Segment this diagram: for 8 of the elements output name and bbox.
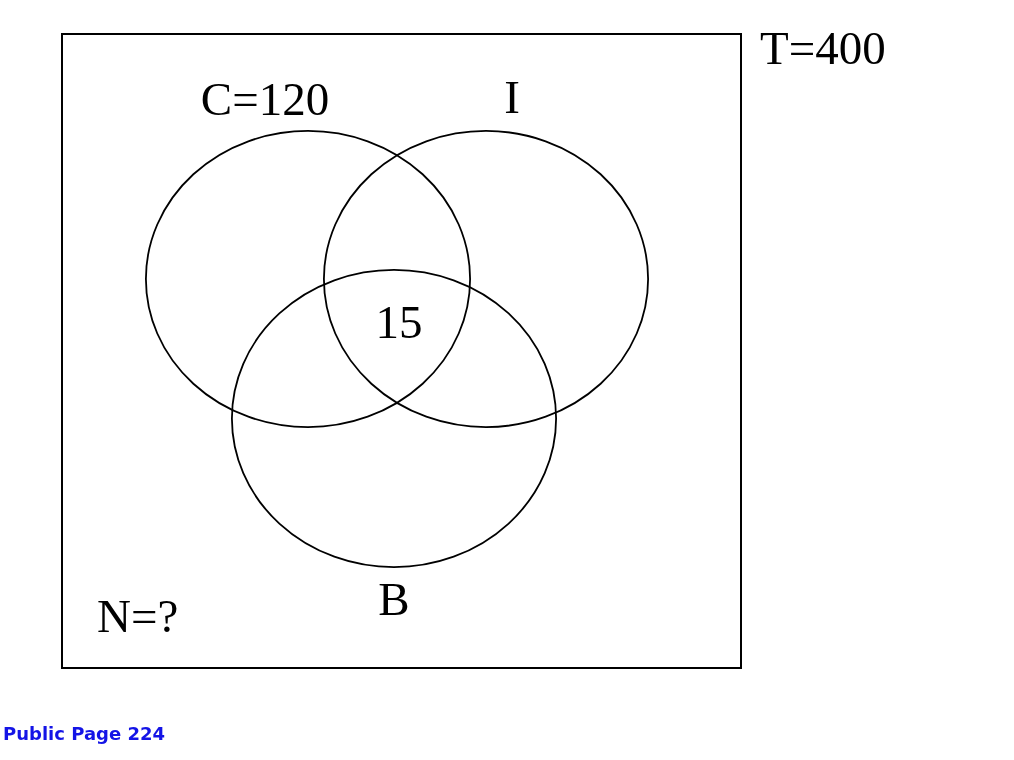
intersection-count-label: 15 [375,299,423,346]
set-label: B [378,576,410,623]
region-count-label: N=? [97,593,179,640]
universe-rectangle [61,33,742,669]
total-label: T=400 [760,25,886,72]
set-label: C=120 [200,76,330,123]
set-label: I [504,74,520,121]
page-footer: Public Page 224 [3,725,165,743]
